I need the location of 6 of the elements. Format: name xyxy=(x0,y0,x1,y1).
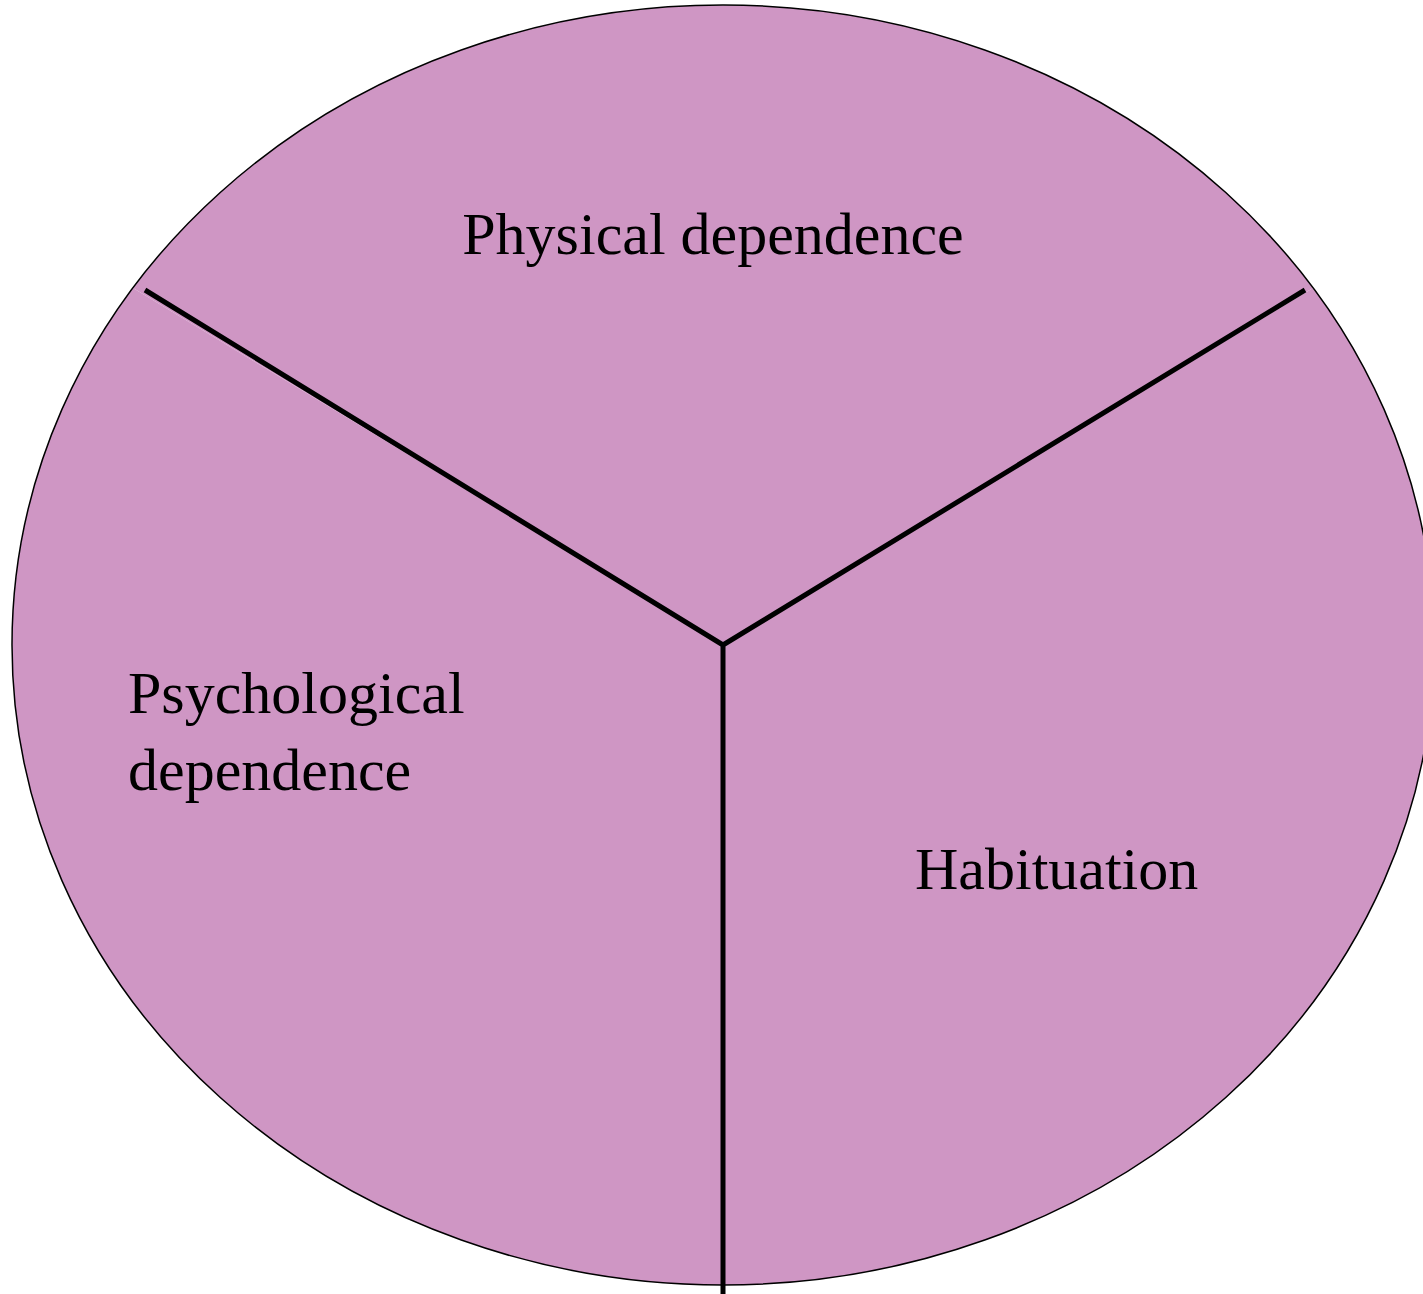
pie-sector xyxy=(723,288,1423,1285)
sector-label: Physical dependence xyxy=(461,200,965,269)
pie-sector xyxy=(12,288,723,1285)
sector-label: Psychological dependence xyxy=(128,659,466,805)
sector-label: Habituation xyxy=(915,835,1200,904)
pie-sector xyxy=(133,5,1313,645)
